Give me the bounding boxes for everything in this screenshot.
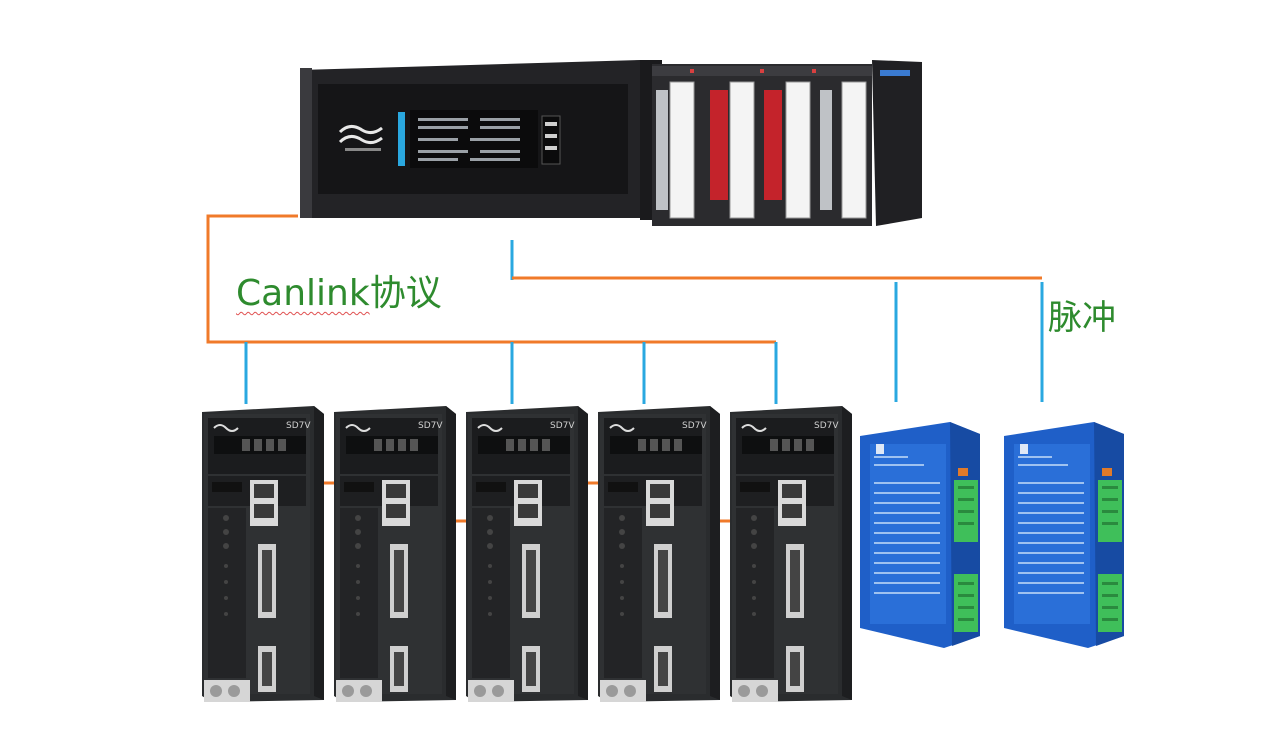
servo-drive: SD7V — [729, 405, 853, 703]
plc-status-panel — [398, 110, 561, 168]
servo-model-label: SD7V — [286, 421, 311, 431]
pulse-lines — [510, 240, 1044, 402]
servo-drive: SD7V — [465, 405, 589, 703]
canlink-label-text: Canlink — [236, 273, 370, 314]
servo-model-label: SD7V — [682, 421, 707, 431]
stepper-drive — [860, 422, 980, 648]
servo-drive: SD7V — [201, 405, 325, 703]
stepper-drive — [1004, 422, 1124, 648]
servo-model-label: SD7V — [814, 421, 839, 431]
servo-drive: SD7V — [597, 405, 721, 703]
plc-io-modules — [640, 60, 922, 226]
plc-controller — [300, 60, 922, 226]
servo-drive: SD7V — [333, 405, 457, 703]
servo-model-label: SD7V — [550, 421, 575, 431]
canlink-protocol-label: Canlink协议 — [236, 272, 442, 316]
canlink-label-suffix: 协议 — [369, 273, 442, 314]
servo-drop-lines — [244, 342, 778, 404]
plc-logo-icon — [338, 125, 383, 151]
servo-model-label: SD7V — [418, 421, 443, 431]
pulse-label: 脉冲 — [1048, 298, 1116, 338]
